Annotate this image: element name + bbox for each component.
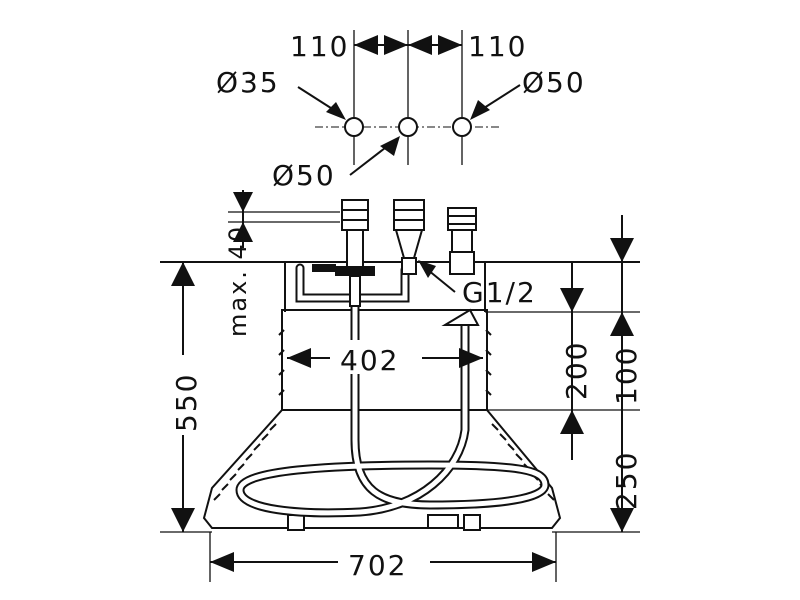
max-40-dimension	[228, 190, 340, 248]
thread-leader	[418, 260, 456, 293]
total-height-label: 550	[170, 373, 203, 432]
spacing-dimension-arrows	[354, 35, 462, 55]
height-200-dimension	[485, 262, 640, 460]
valve-right	[447, 207, 477, 275]
spacing-left-label: 110	[290, 30, 349, 63]
hole-center	[398, 117, 418, 137]
inner-width-label: 402	[340, 344, 399, 377]
thread-label: G1/2	[462, 276, 537, 309]
hose-guide	[441, 308, 480, 326]
top-view-hole-pattern: 110 110 Ø35 Ø50 Ø50	[216, 30, 586, 192]
hole-right	[452, 117, 472, 137]
height-250-label: 250	[610, 451, 643, 510]
outlet-spout	[427, 514, 459, 529]
hole-right-diameter-label: Ø50	[522, 66, 586, 99]
height-200-label: 200	[560, 341, 593, 400]
height-100-label: 100	[610, 346, 643, 405]
side-view: max. 40 550 402 G1/2	[160, 190, 643, 582]
valve-center	[393, 199, 425, 275]
hole-left	[344, 117, 364, 137]
max-40-label: max. 40	[224, 225, 252, 337]
height-250-dimension	[552, 410, 640, 533]
hole-center-diameter-label: Ø50	[272, 159, 336, 192]
valve-left	[312, 199, 375, 307]
height-100-dimension	[610, 215, 634, 410]
base-width-label: 702	[348, 549, 407, 582]
spacing-right-label: 110	[468, 30, 527, 63]
hole-left-diameter-label: Ø35	[216, 66, 280, 99]
